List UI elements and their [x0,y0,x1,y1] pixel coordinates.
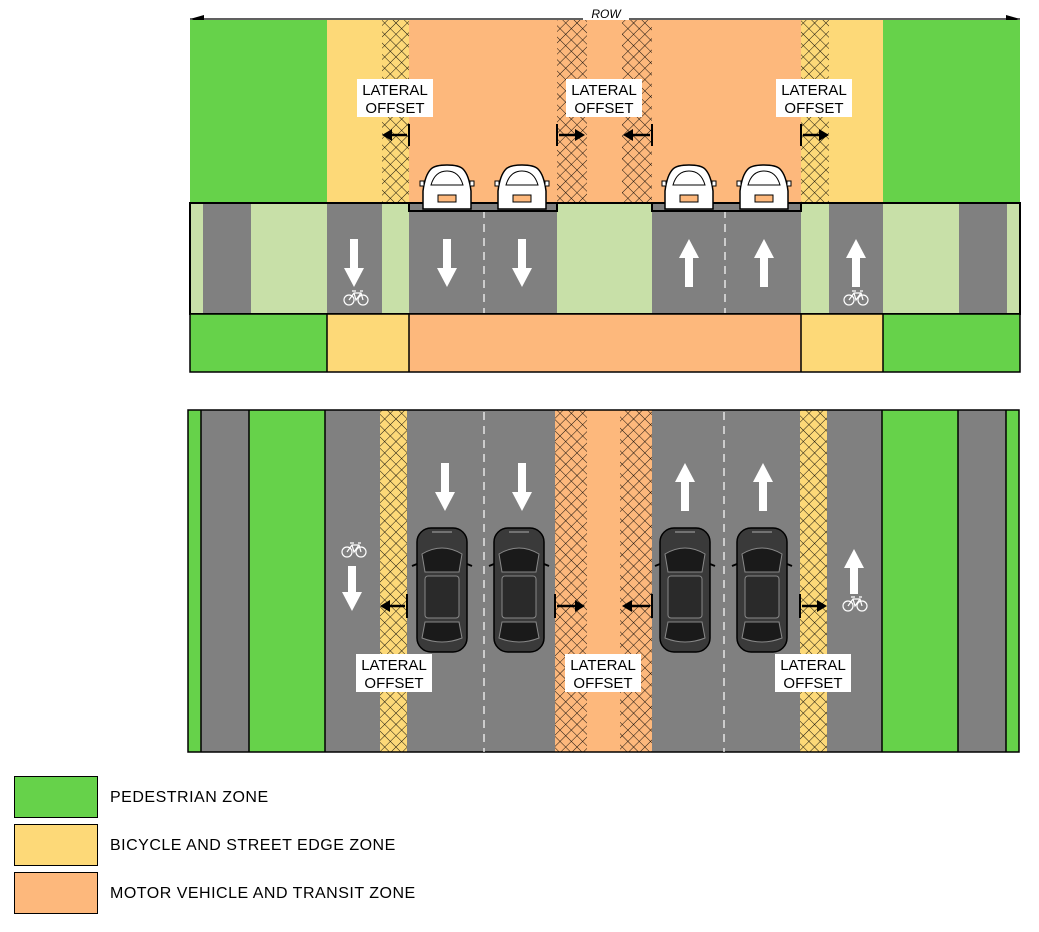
sidewalk-right-edge [1007,203,1020,314]
ped-zone-plan-left [249,410,325,752]
ped-zone-upper-left [190,20,327,203]
offset-hatch-plan-2 [555,410,587,752]
ped-strip-left-edge [188,410,201,752]
arrow-up-icon [753,463,773,511]
svg-text:OFFSET: OFFSET [573,675,632,692]
buffer-right [801,203,829,314]
legend-label-pedestrian: PEDESTRIAN ZONE [110,789,269,806]
car-icon [731,527,793,653]
car-icon [654,527,716,653]
ped-zone-plan-right [882,410,958,752]
bottom-section: LATERAL OFFSET LATERAL OFFSET LATERAL OF… [187,409,1020,753]
offset-hatch-plan-1 [380,410,407,752]
arrow-up-icon [844,549,864,594]
legend-swatch-pedestrian [14,776,98,818]
arrow-down-icon [512,239,532,287]
bicycle-icon [343,290,369,306]
planting-left [251,203,327,314]
legend-item-bicycle: BICYCLE AND STREET EDGE ZONE [14,824,434,868]
top-section: ROW [189,7,1021,373]
svg-text:OFFSET: OFFSET [784,100,843,117]
bike-zone-lower-right [801,314,883,372]
car-icon [488,527,550,653]
ped-zone-upper-right [883,20,1020,203]
sidewalk-left-edge [190,203,203,314]
arrow-down-icon [435,463,455,511]
legend-item-motor-vehicle: MOTOR VEHICLE AND TRANSIT ZONE [14,872,434,916]
car-icon [661,164,717,210]
car-icon [494,164,550,210]
motor-zone-lower [409,314,801,372]
lateral-offset-label-bottom-left: LATERAL OFFSET [356,654,432,692]
ped-strip-right-edge [1006,410,1019,752]
lateral-offset-label-bottom-center: LATERAL OFFSET [565,654,641,692]
car-icon [736,164,792,210]
sidewalk-left [201,410,249,752]
svg-text:OFFSET: OFFSET [364,675,423,692]
car-icon [419,164,475,210]
legend-label-motor-vehicle: MOTOR VEHICLE AND TRANSIT ZONE [110,885,416,902]
arrow-up-icon [679,239,699,287]
lateral-offset-label-top-right: LATERAL OFFSET [776,79,852,117]
row-label: ROW [591,7,622,21]
offset-hatch-plan-4 [800,410,827,752]
arrow-down-icon [344,239,364,287]
svg-text:OFFSET: OFFSET [365,100,424,117]
median-planting [557,203,652,314]
svg-text:LATERAL: LATERAL [361,657,427,674]
arrow-down-icon [437,239,457,287]
svg-text:LATERAL: LATERAL [781,82,847,99]
svg-text:LATERAL: LATERAL [780,657,846,674]
svg-text:LATERAL: LATERAL [571,82,637,99]
arrow-up-icon [754,239,774,287]
planting-right [883,203,959,314]
lateral-offset-label-bottom-right: LATERAL OFFSET [775,654,851,692]
lateral-offset-label-top-left: LATERAL OFFSET [357,79,433,117]
sidewalk-right [958,410,1006,752]
ped-zone-lower-left [190,314,327,372]
offset-hatch-plan-3 [620,410,652,752]
svg-text:LATERAL: LATERAL [362,82,428,99]
bike-zone-lower-left [327,314,409,372]
legend-swatch-bicycle [14,824,98,866]
svg-text:OFFSET: OFFSET [574,100,633,117]
legend-swatch-motor-vehicle [14,872,98,914]
arrow-up-icon [675,463,695,511]
ped-zone-lower-right [883,314,1020,372]
median-plan [587,410,620,752]
svg-text:LATERAL: LATERAL [570,657,636,674]
lateral-offset-label-top-center: LATERAL OFFSET [566,79,642,117]
legend-label-bicycle: BICYCLE AND STREET EDGE ZONE [110,837,396,854]
arrow-down-icon [512,463,532,511]
arrow-down-icon [342,566,362,611]
buffer-left [382,203,409,314]
legend-item-pedestrian: PEDESTRIAN ZONE [14,776,434,820]
svg-text:OFFSET: OFFSET [783,675,842,692]
arrow-up-icon [846,239,866,287]
car-icon [411,527,473,653]
